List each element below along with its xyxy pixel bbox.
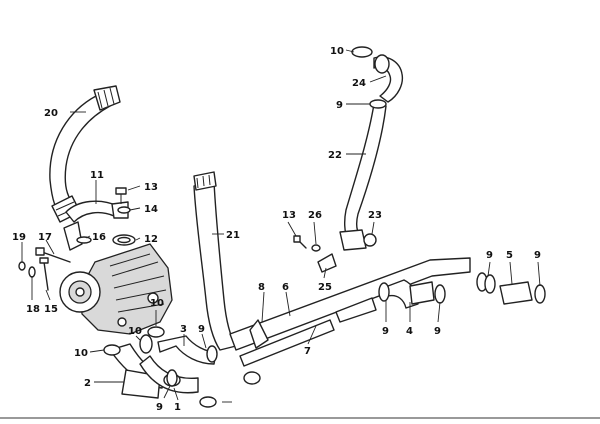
clamps-lower	[103, 326, 261, 408]
callout-19: 19	[12, 232, 26, 243]
pipe-3	[157, 335, 217, 365]
hose-24	[373, 54, 404, 103]
bolt-13	[115, 187, 127, 204]
callout-1: 1	[174, 402, 181, 413]
hose-4	[387, 279, 435, 309]
callout-14: 14	[144, 204, 158, 215]
clamps-right	[378, 272, 546, 304]
pipe-7	[239, 297, 377, 367]
callout-8: 8	[258, 282, 265, 293]
hose-22	[339, 103, 387, 251]
hose-20	[49, 85, 121, 223]
callout-10-left: 10	[74, 348, 88, 359]
clamp-9-top	[369, 99, 387, 109]
callout-4: 4	[406, 326, 413, 337]
callout-6: 6	[282, 282, 289, 293]
callout-2: 2	[84, 378, 91, 389]
callout-22: 22	[328, 150, 342, 161]
callout-10-pump: 10	[150, 298, 164, 309]
washer-26	[311, 244, 321, 252]
washer-18	[28, 266, 36, 278]
callout-9-right-c: 9	[486, 250, 493, 261]
callout-13-mid: 13	[282, 210, 296, 221]
callout-13: 13	[144, 182, 158, 193]
hose-5	[499, 281, 533, 305]
callout-9-right-b: 9	[434, 326, 441, 337]
callout-11: 11	[90, 170, 104, 181]
callout-24: 24	[352, 78, 366, 89]
callout-3: 3	[180, 324, 187, 335]
water-pump	[59, 243, 173, 335]
washer-14	[117, 206, 131, 214]
clamp-10-top	[351, 46, 373, 58]
callout-9-right-d: 9	[534, 250, 541, 261]
callout-9-top: 9	[336, 100, 343, 111]
callout-25: 25	[318, 282, 332, 293]
bracket-25	[317, 253, 337, 273]
washer-19	[18, 261, 26, 271]
callout-12: 12	[144, 234, 158, 245]
callout-9-bottom: 9	[156, 402, 163, 413]
callout-18: 18	[26, 304, 40, 315]
bolt-15	[39, 257, 49, 291]
callout-16: 16	[92, 232, 106, 243]
callout-21: 21	[226, 230, 240, 241]
callout-26: 26	[308, 210, 322, 221]
callout-5: 5	[506, 250, 513, 261]
callout-7: 7	[304, 346, 311, 357]
pipe-6	[229, 257, 471, 351]
callout-23: 23	[368, 210, 382, 221]
leader-lines	[21, 49, 541, 403]
screw-13-mid	[293, 235, 307, 249]
gasket-12	[112, 234, 136, 246]
callout-15: 15	[44, 304, 58, 315]
gasket-16	[76, 236, 92, 244]
callout-9-right-a: 9	[382, 326, 389, 337]
callout-10-lower: 10	[128, 326, 142, 337]
callout-20: 20	[44, 108, 58, 119]
bolt-17	[35, 247, 71, 263]
callout-10-top: 10	[330, 46, 344, 57]
callout-9-lower: 9	[198, 324, 205, 335]
callout-17: 17	[38, 232, 52, 243]
clamp-23	[363, 233, 377, 247]
callout-labels: 20 11 13 14 12 16 17 19 18 15 21 10 24 9…	[12, 46, 541, 413]
